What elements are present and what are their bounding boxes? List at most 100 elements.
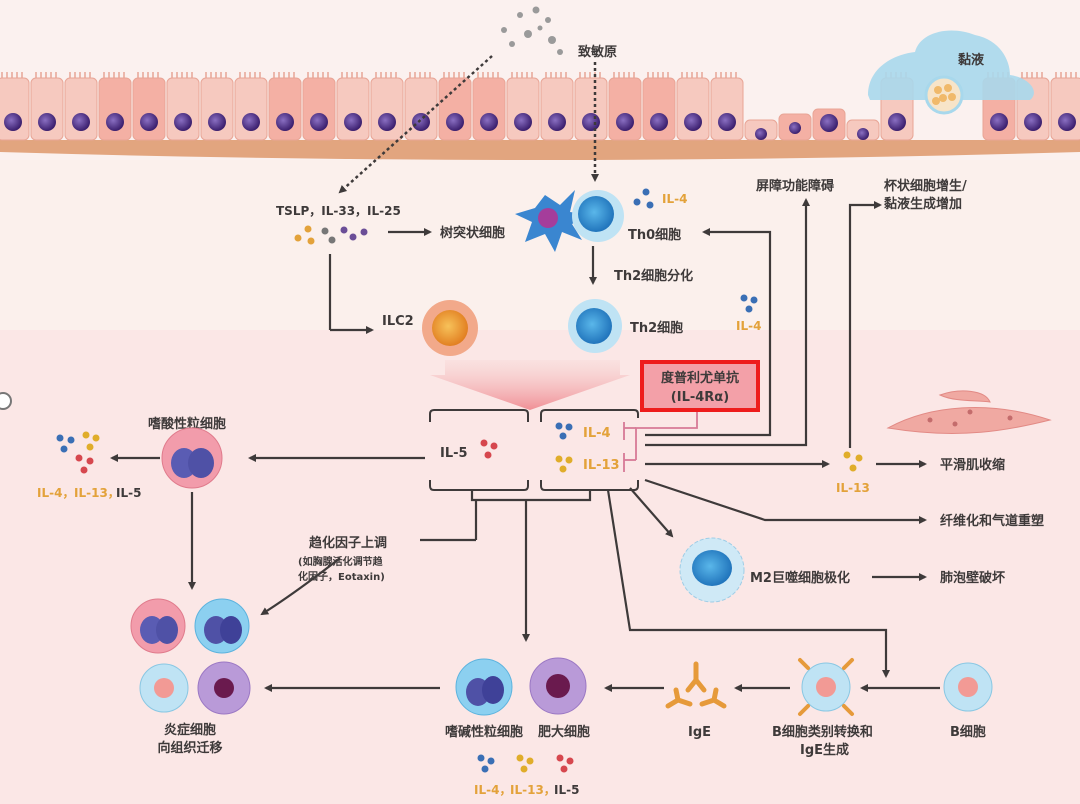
cell-nucleus <box>718 113 736 131</box>
eos-il4-label: IL-4， <box>37 486 74 500</box>
eos-cytokine-dots <box>56 431 100 474</box>
cell-nucleus <box>582 113 600 131</box>
cell-nucleus <box>72 113 90 131</box>
cell-nucleus <box>650 113 668 131</box>
cell-nucleus <box>106 113 124 131</box>
il13-label: IL-13 <box>583 458 620 473</box>
th2-cell-icon <box>568 299 622 353</box>
mucus-label: 黏液 <box>958 52 984 68</box>
bclass-label-1: B细胞类别转换和 <box>772 724 873 740</box>
allergen-particles <box>501 6 563 55</box>
cilia <box>273 72 295 78</box>
drug-name: 度普利尤单抗 <box>661 370 739 386</box>
to-goblet-arrow <box>848 201 882 448</box>
inflam-label-2: 向组织迁移 <box>157 740 222 756</box>
cell-nucleus <box>514 113 532 131</box>
cilia <box>137 72 159 78</box>
to-fibrosis-arrow <box>644 478 927 524</box>
il13-smooth-label: IL-13 <box>836 481 870 495</box>
il4-to-barrier-arrow <box>645 198 810 447</box>
il4-to-th0-arrow <box>645 228 772 437</box>
airway-epithelium <box>0 72 1080 160</box>
cilia <box>341 72 363 78</box>
cell-nucleus <box>310 113 328 131</box>
cell-nucleus <box>378 113 396 131</box>
ige-label: IgE <box>688 725 711 740</box>
allergen-label: 致敏原 <box>578 44 617 60</box>
background-band <box>0 330 1080 804</box>
il5-box <box>429 409 529 491</box>
cilia <box>239 72 261 78</box>
cilia <box>307 72 329 78</box>
th2-label: Th2细胞 <box>630 320 683 336</box>
il5-dots <box>480 439 498 459</box>
cilia <box>1 72 23 78</box>
cell-nucleus <box>990 113 1008 131</box>
basophil-label: 嗜碱性粒细胞 <box>445 724 523 740</box>
th2-diff-label: Th2细胞分化 <box>614 268 693 284</box>
cilia <box>681 72 703 78</box>
cell-nucleus <box>1024 113 1042 131</box>
il4-dots <box>555 422 573 440</box>
cilia <box>69 72 91 78</box>
chemokine-sub-2: 化因子，Eotaxin) <box>298 570 385 583</box>
b-cell-class-switch-icon <box>798 658 854 716</box>
il4-dots-th0 <box>633 188 654 209</box>
cilia <box>103 72 125 78</box>
cell-nucleus <box>888 113 906 131</box>
cell-nucleus <box>38 113 56 131</box>
bclass-label-2: IgE生成 <box>800 742 849 758</box>
convergence-arrow <box>430 360 630 410</box>
il4-th2-label: IL-4 <box>736 319 761 333</box>
il4-label: IL-4 <box>583 426 611 441</box>
ilc2-label: ILC2 <box>382 314 414 329</box>
cell-nucleus <box>820 114 838 132</box>
th0-label: Th0细胞 <box>628 227 681 243</box>
bottom-il4-label: IL-4， <box>474 783 511 797</box>
cell-nucleus <box>276 113 294 131</box>
cell-nucleus <box>857 128 869 140</box>
mast-cell-label: 肥大细胞 <box>538 724 590 740</box>
cell-nucleus <box>174 113 192 131</box>
cell-nucleus <box>789 122 801 134</box>
eosinophil-label: 嗜酸性粒细胞 <box>148 416 226 432</box>
ige-antibody-icon <box>665 661 727 709</box>
il4-th0-label: IL-4 <box>662 192 687 206</box>
eos-il13-label: IL-13， <box>74 486 120 500</box>
bottom-il5-label: IL-5 <box>554 783 579 797</box>
cell-nucleus <box>1058 113 1076 131</box>
to-m2-arrow <box>629 487 674 538</box>
cell-nucleus <box>684 113 702 131</box>
drug-inhibit-line <box>635 412 698 460</box>
cilia <box>171 72 193 78</box>
cell-nucleus <box>480 113 498 131</box>
chemokine-sub-1: (如胸腺活化调节趋 <box>298 555 384 568</box>
dendritic-cell-icon <box>515 190 590 252</box>
cilia <box>35 72 57 78</box>
il13-dots <box>555 455 573 473</box>
dupilumab-box[interactable] <box>640 360 760 412</box>
background-upper <box>0 160 1080 330</box>
cell-nucleus <box>616 113 634 131</box>
mucus-blob <box>868 30 1034 115</box>
b-cell-icon <box>943 662 993 712</box>
cell-nucleus <box>446 113 464 131</box>
alarmins-label: TSLP，IL-33，IL-25 <box>276 204 401 218</box>
cilia <box>1021 72 1043 78</box>
cell-nucleus <box>4 113 22 131</box>
smooth-muscle-label: 平滑肌收缩 <box>940 457 1005 473</box>
chemokine-to-inflam-arrow <box>260 557 341 616</box>
bottom-il13-label: IL-13， <box>510 783 556 797</box>
basement-membrane <box>0 140 1080 160</box>
side-handle[interactable] <box>0 392 12 410</box>
cilia <box>205 72 227 78</box>
mast-cell-icon <box>529 657 587 715</box>
cilia <box>715 72 737 78</box>
cilia <box>511 72 533 78</box>
cell-nucleus <box>755 128 767 140</box>
eos-il5-label: IL-5 <box>116 486 141 500</box>
cell-nucleus <box>242 113 260 131</box>
cell-nucleus <box>548 113 566 131</box>
m2-macrophage-icon <box>679 537 745 603</box>
dendritic-cell-label: 树突状细胞 <box>440 225 505 241</box>
